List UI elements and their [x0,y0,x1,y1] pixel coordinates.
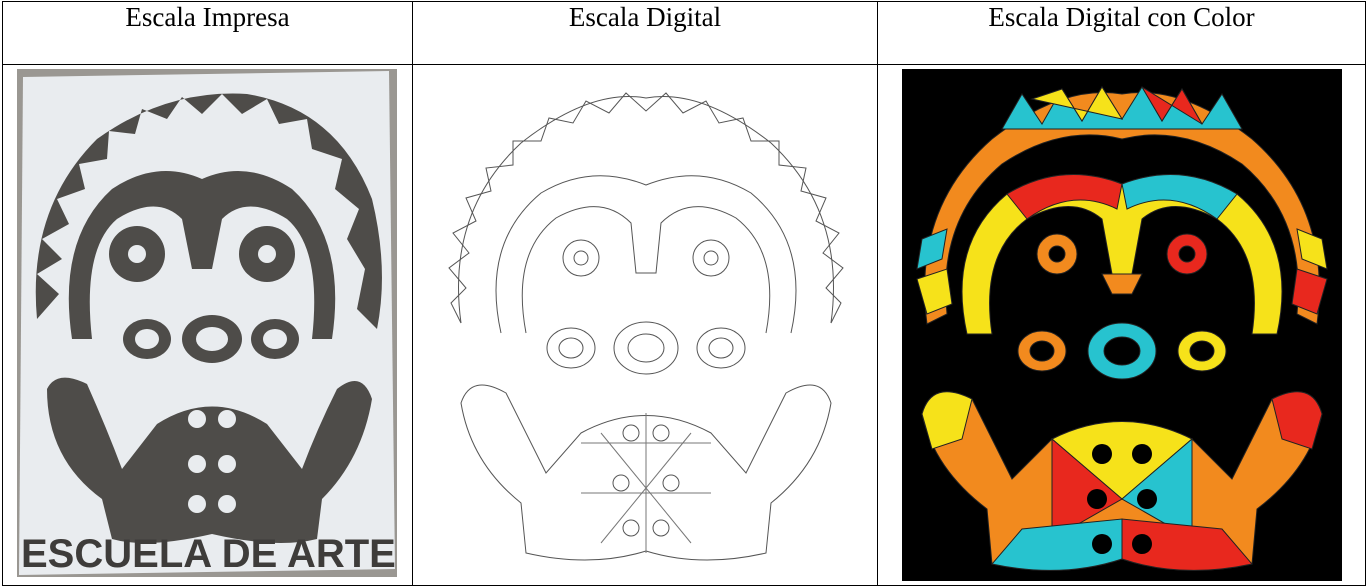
digital-color-scale-figure [902,69,1342,581]
digital-scale-outline [441,73,851,573]
cell-digital-scale [412,64,878,586]
cell-printed-scale: ESCUELA DE ARTES [2,64,413,586]
header-digital-scale: Escala Digital [412,1,878,65]
header-row: Escala Impresa Escala Digital Escala Dig… [2,1,1366,65]
printed-scale-photo: ESCUELA DE ARTES [17,69,397,577]
poster-text: ESCUELA DE ARTES [21,532,397,576]
cell-digital-color-scale [877,64,1366,586]
header-printed-scale: Escala Impresa [2,1,413,65]
header-digital-color-scale: Escala Digital con Color [877,1,1366,65]
image-row: ESCUELA DE ARTES [2,64,1366,586]
